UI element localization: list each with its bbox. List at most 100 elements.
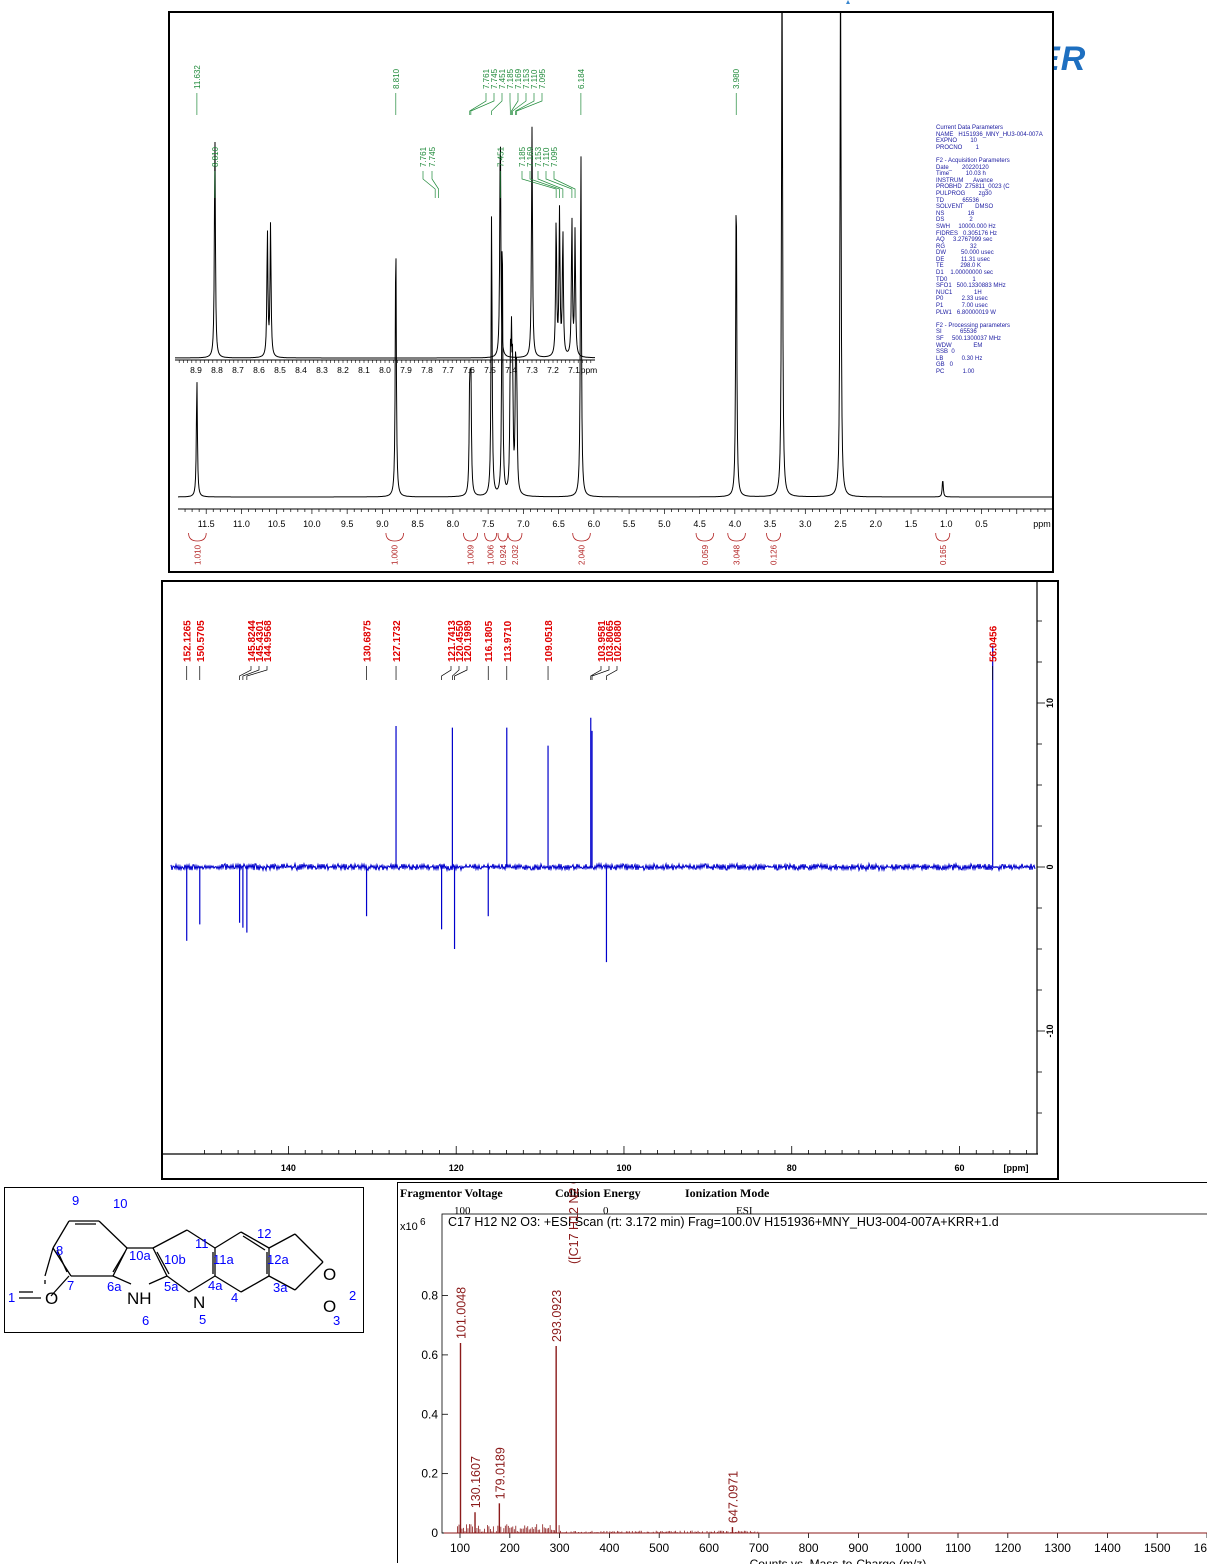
h1-peak-label-leader	[516, 93, 534, 115]
h1-integral-value: 0.924	[499, 544, 508, 565]
c13-peak-label: 102.0880	[613, 620, 624, 662]
c13-peak-label: 109.0518	[544, 620, 555, 662]
structure-bond	[99, 1221, 127, 1248]
structure-number-label: 4	[231, 1290, 238, 1305]
structure-bond	[269, 1234, 295, 1248]
c13-baseline-noise	[171, 864, 1035, 870]
c13-x-tick-label: 140	[281, 1163, 296, 1173]
h1-integral-bracket	[767, 533, 781, 541]
ms-y-tick-label: 0	[431, 1526, 438, 1540]
h1-x-tick-label: 4.5	[693, 519, 706, 529]
h1-x-tick-label: 7.0	[517, 519, 530, 529]
c13-x-tick-label: 60	[954, 1163, 964, 1173]
h1-integral-value: 1.006	[487, 544, 496, 565]
ms-x-tick-label: 700	[749, 1541, 769, 1555]
h1-integral-bracket	[936, 533, 950, 541]
h1-peak-label: 7.095	[538, 68, 547, 89]
h1-inset-peak-label-leader	[546, 171, 572, 198]
ms-x-tick-label: 1600	[1194, 1541, 1207, 1555]
h1-inset-peak-label: 8.810	[211, 146, 220, 167]
h1-x-tick-label: 2.5	[834, 519, 847, 529]
h1-inset-peak-label-leader	[530, 171, 560, 198]
structure-bond	[215, 1232, 241, 1248]
structure-bond	[241, 1276, 269, 1292]
ms-x-tick-label: 900	[848, 1541, 868, 1555]
mass-spectrum-chart: C17 H12 N2 O3: +ESI Scan (rt: 3.172 min)…	[398, 1183, 1207, 1564]
acquisition-parameters: Current Data Parameters NAME H151936_MNY…	[936, 125, 1043, 376]
h1-x-tick-label: 3.0	[799, 519, 812, 529]
structure-number-label: 7	[67, 1278, 74, 1293]
ms-y-tick-label: 0.6	[421, 1348, 438, 1362]
h1-x-tick-label: 8.5	[411, 519, 424, 529]
h1-x-tick-label: 1.5	[905, 519, 918, 529]
h1-inset-tick-label: 7.8	[421, 365, 433, 375]
h1-x-tick-label: 6.5	[552, 519, 565, 529]
c13-peak-label-leader	[606, 666, 617, 680]
h1-x-tick-label: 9.0	[376, 519, 389, 529]
structure-atom-label: O	[45, 1289, 58, 1308]
h1-integral-bracket	[696, 533, 714, 541]
ms-peak-annotation: ([C17 H12 N2 O3]+H)+	[567, 1183, 581, 1264]
h1-peak-label-leader	[517, 93, 542, 115]
structure-number-label: 1	[8, 1290, 15, 1305]
ms-peak-label: 130.1607	[469, 1456, 483, 1508]
structure-atom-label: O	[323, 1297, 336, 1316]
h1-integral-value: 1.009	[467, 544, 476, 565]
structure-number-label: 11a	[213, 1252, 234, 1267]
ms-x-tick-label: 800	[799, 1541, 819, 1555]
h1-inset-tick-label: 7.4	[505, 365, 517, 375]
h1-peak-label: 11.632	[193, 65, 202, 89]
h1-integral-value: 1.010	[193, 544, 202, 565]
h1-integral-bracket	[573, 533, 591, 541]
structure-bond	[295, 1234, 323, 1262]
h1-inset-tick-label: 7.2	[547, 365, 559, 375]
c13-x-axis-label: [ppm]	[1004, 1163, 1029, 1173]
c13-x-tick-label: 80	[787, 1163, 797, 1173]
h1-inset-peak-label-leader	[423, 171, 435, 198]
structure-number-label: 6a	[107, 1279, 122, 1294]
h1-peak-label-leader	[471, 93, 494, 115]
structure-number-label: 12	[257, 1226, 271, 1241]
ms-x-tick-label: 1200	[994, 1541, 1021, 1555]
h1-x-tick-label: 10.0	[303, 519, 321, 529]
h1-integral-bracket	[498, 533, 508, 541]
c13-peak-label: 152.1265	[183, 620, 194, 662]
ms-x-tick-label: 600	[699, 1541, 719, 1555]
structure-number-label: 6	[142, 1313, 149, 1328]
ms-x-tick-label: 1400	[1094, 1541, 1121, 1555]
h1-x-tick-label: 11.5	[198, 519, 215, 529]
c13-y-tick-label: 10	[1045, 698, 1055, 708]
ms-y-tick-label: 0.8	[421, 1289, 438, 1303]
ms-x-tick-label: 1300	[1044, 1541, 1071, 1555]
ms-x-tick-label: 400	[599, 1541, 619, 1555]
h1-inset-tick-label: 8.0	[379, 365, 391, 375]
h1-x-tick-label: 1.0	[940, 519, 953, 529]
structure-number-label: 10b	[164, 1252, 186, 1267]
h1-integral-bracket	[189, 533, 207, 541]
h1-integral-value: 3.048	[733, 544, 742, 565]
c13-peak-label: 56.0456	[989, 625, 1000, 662]
structure-number-label: 10a	[129, 1248, 151, 1263]
h1-x-tick-label: 7.5	[482, 519, 495, 529]
c13-y-tick-label: 0	[1045, 864, 1055, 869]
structure-number-label: 4a	[208, 1278, 223, 1293]
h1-peak-label-leader	[470, 93, 486, 115]
structure-bond	[113, 1252, 125, 1272]
h1-x-tick-label: 8.0	[447, 519, 460, 529]
structure-number-label: 12a	[267, 1252, 289, 1267]
h1-peak-label-leader	[513, 93, 526, 115]
ms-peak-label: 293.0923	[550, 1290, 564, 1342]
c13-x-tick-label: 100	[616, 1163, 631, 1173]
ms-peak-label: 179.0189	[493, 1447, 507, 1499]
h1-inset-axis-label: ppm	[581, 365, 598, 375]
h1-inset-tick-label: 8.8	[211, 365, 223, 375]
h1-x-tick-label: 9.5	[341, 519, 354, 529]
structure-bond	[45, 1248, 53, 1276]
ms-y-tick-label: 0.4	[421, 1407, 438, 1421]
h1-integral-value: 0.126	[770, 544, 779, 565]
c13-peak-label: 127.1732	[392, 620, 403, 662]
